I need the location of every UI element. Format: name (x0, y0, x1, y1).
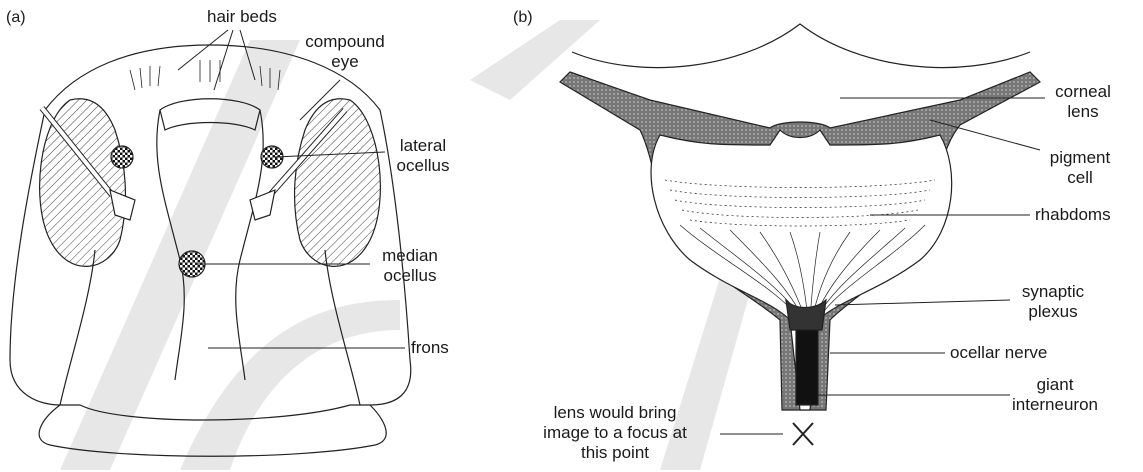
label-median-ocellus: median ocellus (375, 246, 445, 286)
lateral-ocellus-left (111, 146, 133, 168)
focus-point-x (793, 423, 813, 445)
corneal-lens (572, 24, 1030, 68)
label-frons: frons (411, 338, 449, 358)
label-lateral-ocellus: lateral ocellus (388, 136, 458, 176)
label-compound-eye: compound eye (305, 32, 385, 72)
label-hair-beds: hair beds (207, 7, 277, 27)
label-ocellar-nerve: ocellar nerve (950, 343, 1047, 363)
ocellus-section (560, 24, 1040, 445)
label-corneal-lens: corneal lens (1048, 82, 1118, 122)
label-synaptic-plexus: synaptic plexus (1008, 282, 1098, 322)
label-pigment-cell: pigment cell (1040, 148, 1120, 188)
panel-label-a: (a) (6, 8, 26, 28)
label-rhabdoms: rhabdoms (1035, 205, 1111, 225)
insect-head-drawing (10, 45, 411, 456)
label-giant-interneuron: giant interneuron (1005, 375, 1105, 415)
compound-eye-right (295, 99, 381, 267)
panel-label-b: (b) (513, 8, 533, 28)
label-focus-note: lens would bring image to a focus at thi… (510, 403, 720, 463)
giant-interneuron (796, 330, 818, 405)
